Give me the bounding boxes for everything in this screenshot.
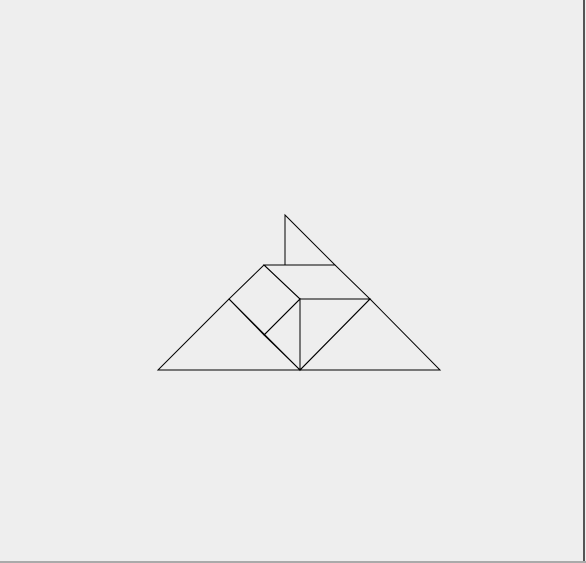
large-triangle-right [298, 298, 442, 371]
square [228, 264, 301, 336]
parallelogram [262, 264, 372, 300]
medium-triangle-top [284, 213, 337, 266]
small-triangle-lower [263, 297, 301, 372]
window-right-border [583, 0, 585, 563]
large-triangle-left [156, 298, 302, 371]
small-triangle-upper [299, 298, 372, 372]
window-bottom-border [0, 561, 586, 563]
